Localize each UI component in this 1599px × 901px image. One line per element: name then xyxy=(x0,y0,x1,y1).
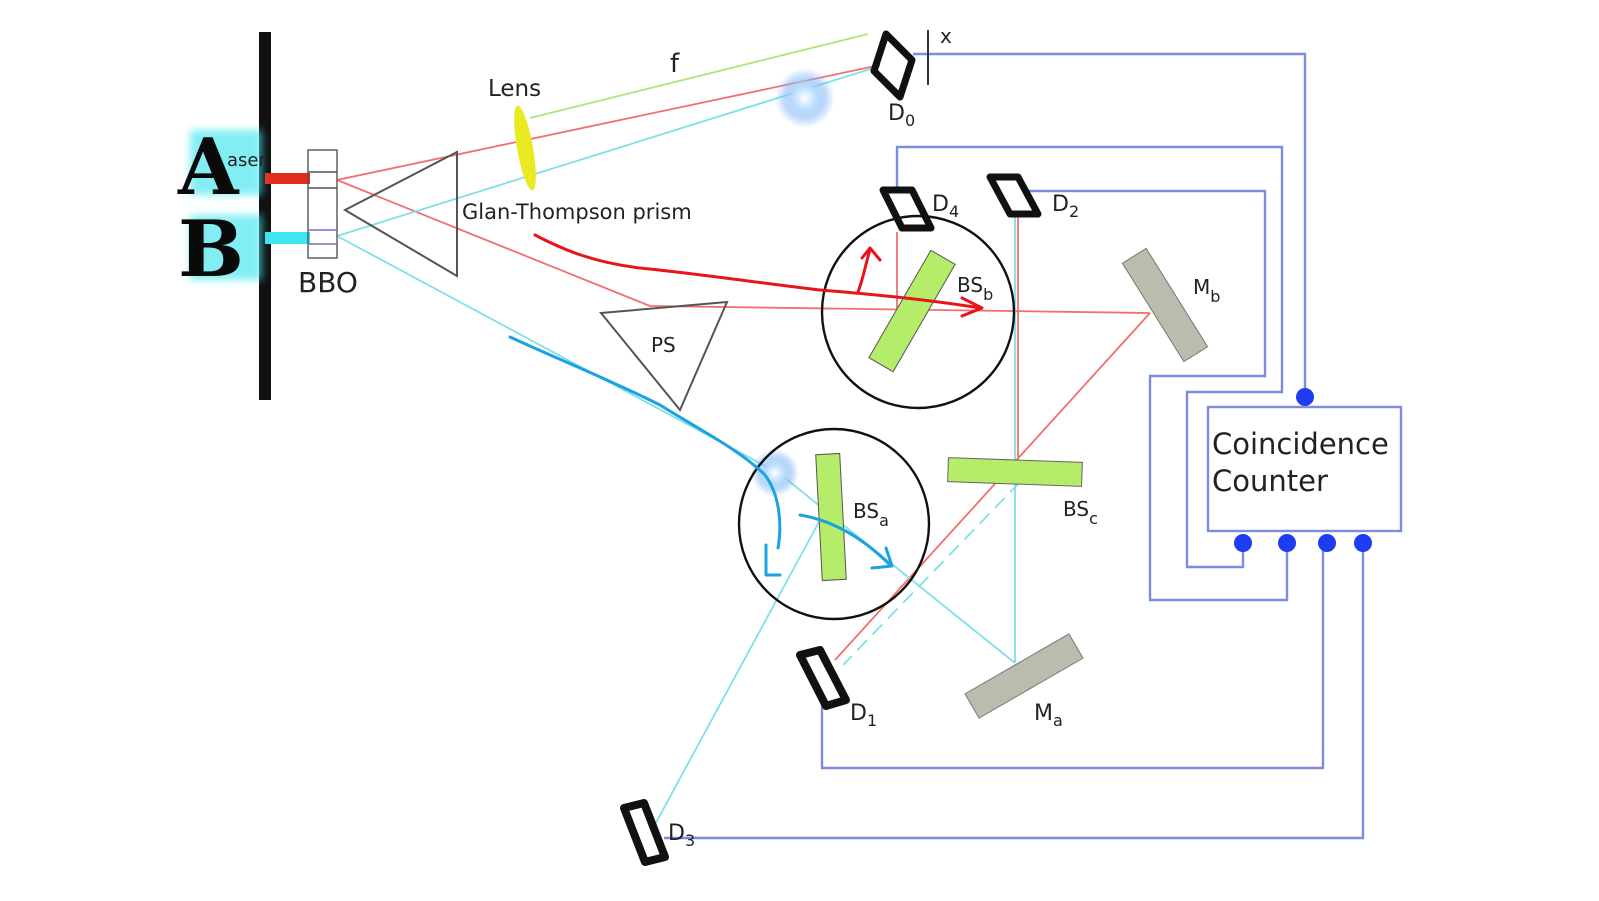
detector-d2 xyxy=(986,173,1042,218)
beam-splitter-a xyxy=(815,452,847,582)
d2-label: D2 xyxy=(1052,192,1079,221)
label-b: B xyxy=(178,204,244,295)
red-beams xyxy=(336,64,1151,661)
laser-beam-a xyxy=(265,173,310,184)
laser-label: aser xyxy=(227,150,266,171)
laser-beam-b xyxy=(265,232,310,244)
counter-port-3 xyxy=(1318,534,1336,552)
interference-glow-bsa xyxy=(751,449,799,497)
d4-label: D4 xyxy=(932,192,959,221)
lens xyxy=(514,105,536,191)
d3-label: D3 xyxy=(668,821,695,850)
counter-port-top xyxy=(1296,388,1314,406)
ma-label: Ma xyxy=(1034,701,1063,730)
bbo-crystal xyxy=(307,149,338,259)
bsc-label: BSc xyxy=(1063,497,1098,528)
bbo-label: BBO xyxy=(298,266,358,299)
lens-label: Lens xyxy=(488,76,541,102)
wire-d1 xyxy=(820,545,1325,770)
glan-thompson-prism xyxy=(342,150,458,278)
counter-ports xyxy=(1234,388,1372,552)
mb-label: Mb xyxy=(1193,275,1220,306)
interference-glow-top xyxy=(775,68,835,128)
wire-d0 xyxy=(913,52,1307,392)
label-b-glow xyxy=(190,215,262,280)
bsa-circle xyxy=(737,427,931,621)
label-a-glow xyxy=(190,130,262,195)
label-a: A xyxy=(177,122,240,213)
red-annotation xyxy=(533,233,984,318)
bsb-circle xyxy=(820,214,1016,410)
glan-thompson-label: Glan-Thompson prism xyxy=(462,200,692,224)
blue-annotation xyxy=(508,335,894,577)
x-label: x xyxy=(940,24,952,48)
detector-d4 xyxy=(879,186,935,232)
focal-label: f xyxy=(670,49,680,79)
cyan-beams xyxy=(336,65,1021,831)
prism-ps xyxy=(599,300,729,412)
coincidence-wiring xyxy=(664,52,1365,840)
detector-d3 xyxy=(620,799,669,866)
bsa-label: BSa xyxy=(853,499,889,530)
wire-d2 xyxy=(1025,189,1289,602)
wire-d3 xyxy=(664,545,1365,840)
coincidence-counter-line1: Coincidence xyxy=(1212,427,1389,461)
mirror-b xyxy=(1121,247,1209,363)
counter-port-4 xyxy=(1354,534,1372,552)
coincidence-counter-box xyxy=(1206,405,1403,533)
d1-label: D1 xyxy=(850,701,877,730)
beam-splitter-b xyxy=(868,249,956,373)
beam-splitter-c xyxy=(947,457,1083,487)
counter-port-2 xyxy=(1278,534,1296,552)
wire-d4 xyxy=(895,145,1284,569)
counter-port-1 xyxy=(1234,534,1252,552)
detector-d1 xyxy=(796,646,850,710)
green-beam xyxy=(529,33,869,119)
ps-label: PS xyxy=(651,333,676,357)
detector-d0 xyxy=(870,30,916,101)
mirror-a xyxy=(964,633,1084,719)
coincidence-counter-line2: Counter xyxy=(1212,464,1328,498)
bsb-label: BSb xyxy=(957,273,993,304)
d0-label: D0 xyxy=(888,101,915,130)
